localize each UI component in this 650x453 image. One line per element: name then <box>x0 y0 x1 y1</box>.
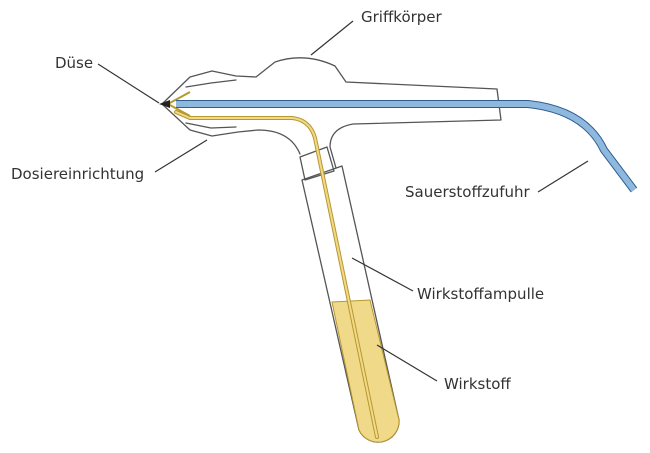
leader-lines <box>97 20 589 382</box>
handle-underside <box>161 103 301 155</box>
substance-liquid <box>331 299 400 443</box>
nozzle-spray-lines <box>167 91 191 117</box>
substance-tube-inner <box>175 111 378 438</box>
labels: Griffkörper Düse Dosiereinrichtung Sauer… <box>11 8 544 393</box>
leader-dosiereinrichtung <box>154 139 208 173</box>
oxygen-tube-inner <box>176 101 637 192</box>
leader-wirkstoffampulle <box>351 257 414 292</box>
nozzle-cap-bottom <box>185 122 237 129</box>
leader-wirkstoff <box>376 344 438 382</box>
label-griffkoerper: Griffkörper <box>361 8 443 26</box>
nozzle-tip <box>159 100 170 108</box>
label-wirkstoffampulle: Wirkstoffampulle <box>417 285 544 303</box>
handle-outline <box>161 57 502 169</box>
oxygen-line <box>176 100 638 193</box>
label-wirkstoff: Wirkstoff <box>444 375 511 393</box>
ampoule <box>299 146 400 443</box>
substance-channel <box>167 91 379 439</box>
leader-duese <box>97 63 160 104</box>
nozzle-cap-top <box>185 79 237 88</box>
label-duese: Düse <box>55 54 93 72</box>
label-dosiereinrichtung: Dosiereinrichtung <box>11 165 144 183</box>
substance-tube-outer <box>174 110 379 439</box>
leader-griffkoerper <box>310 20 354 56</box>
leader-sauerstoffzufuhr <box>537 160 589 193</box>
handle-body <box>161 57 502 169</box>
label-sauerstoffzufuhr: Sauerstoffzufuhr <box>405 183 530 201</box>
